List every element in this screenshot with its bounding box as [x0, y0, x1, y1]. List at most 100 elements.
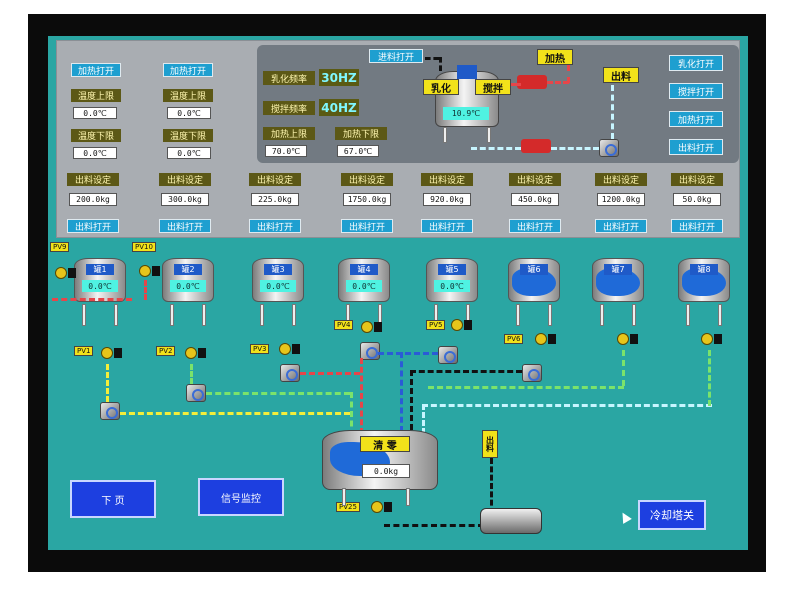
heat-upper-label: 加热上限 — [263, 127, 315, 140]
emulsify-open-button[interactable]: 乳化打开 — [669, 55, 723, 71]
heat-upper-value[interactable]: 70.0℃ — [265, 145, 307, 157]
valve-pv3-icon[interactable] — [276, 340, 300, 358]
clear-zero-button[interactable]: 清 零 — [360, 436, 410, 452]
tank-leg — [260, 304, 264, 326]
tank-8: 罐8 — [678, 254, 730, 306]
heater-valve-lower-icon[interactable] — [521, 139, 551, 153]
stir-freq-label: 搅拌频率 — [263, 101, 315, 115]
cooling-tower-button[interactable]: 冷却塔关 — [638, 500, 706, 530]
tank-leg — [292, 304, 296, 326]
discharge-setting-value-5[interactable]: 920.0kg — [423, 193, 471, 206]
temp-upper-label-2: 温度上限 — [163, 89, 213, 102]
pipe — [378, 352, 438, 355]
discharge-setting-value-1[interactable]: 200.0kg — [69, 193, 117, 206]
valve-label-pv2: PV2 — [156, 346, 176, 356]
tank-7: 罐7 — [592, 254, 644, 306]
hmi-screen: 加热打开 温度上限 0.0℃ 温度下限 0.0℃ 加热打开 温度上限 0.0℃ … — [48, 36, 748, 550]
pipe — [425, 57, 439, 60]
pump-6-icon[interactable] — [522, 364, 542, 382]
pump-4-icon[interactable] — [360, 342, 380, 360]
pipe — [206, 392, 350, 395]
pump-2-icon[interactable] — [186, 384, 206, 402]
discharge-open-button-8[interactable]: 出料打开 — [671, 219, 723, 233]
valve-pv2-icon[interactable] — [182, 344, 206, 362]
pipe — [428, 386, 624, 389]
emulsify-process-panel: 进料打开 乳化频率 30HZ 搅拌频率 40HZ 加热上限 70.0℃ 加热下限… — [257, 45, 739, 163]
discharge-setting-value-3[interactable]: 225.0kg — [251, 193, 299, 206]
discharge-open-button-5[interactable]: 出料打开 — [421, 219, 473, 233]
next-page-button[interactable]: 下 页 — [70, 480, 156, 518]
mixer-discharge-label: 出料 — [482, 430, 498, 458]
tank-label: 罐2 — [174, 264, 202, 275]
discharge-setting-value-2[interactable]: 300.0kg — [161, 193, 209, 206]
valve-pv5-icon[interactable] — [448, 316, 472, 334]
valve-pv10-icon[interactable] — [136, 262, 160, 280]
discharge-open-button-main[interactable]: 出料打开 — [669, 139, 723, 155]
discharge-open-button-2[interactable]: 出料打开 — [159, 219, 211, 233]
discharge-open-button-6[interactable]: 出料打开 — [509, 219, 561, 233]
emulsify-freq-value[interactable]: 30HZ — [319, 69, 359, 86]
discharge-open-button-4[interactable]: 出料打开 — [341, 219, 393, 233]
pipe — [410, 370, 522, 373]
valve-label-pv5: PV5 — [426, 320, 446, 330]
discharge-motor-icon[interactable] — [480, 508, 542, 534]
discharge-open-button-7[interactable]: 出料打开 — [595, 219, 647, 233]
pipe — [300, 372, 360, 375]
discharge-setting-label-2: 出料设定 — [159, 173, 211, 186]
valve-label-pv10: PV10 — [132, 242, 156, 252]
valve-tank7-icon[interactable] — [614, 330, 638, 348]
discharge-open-button-3[interactable]: 出料打开 — [249, 219, 301, 233]
discharge-setting-value-6[interactable]: 450.0kg — [511, 193, 559, 206]
pump-5-icon[interactable] — [438, 346, 458, 364]
tank-leg — [686, 304, 690, 326]
feed-open-button[interactable]: 进料打开 — [369, 49, 423, 63]
heat-lower-value[interactable]: 67.0℃ — [337, 145, 379, 157]
tank-temp: 0.0℃ — [82, 280, 118, 292]
discharge-label: 出料 — [603, 67, 639, 83]
valve-pv4-icon[interactable] — [358, 318, 382, 336]
pipe — [422, 404, 712, 407]
discharge-setting-value-8[interactable]: 50.0kg — [673, 193, 721, 206]
tank-label: 罐3 — [264, 264, 292, 275]
pipe — [622, 350, 625, 386]
discharge-pump-icon[interactable] — [599, 139, 619, 157]
temp-upper-value-1[interactable]: 0.0℃ — [73, 107, 117, 119]
signal-monitor-button[interactable]: 信号监控 — [198, 478, 284, 516]
stir-freq-value[interactable]: 40HZ — [319, 99, 359, 116]
pipe — [611, 85, 614, 139]
pipe — [547, 81, 569, 84]
tank-leg — [170, 304, 174, 326]
pipe — [511, 83, 521, 86]
mixing-tank-weight: 0.0kg — [362, 464, 410, 478]
pipe — [567, 65, 570, 83]
valve-pv25-icon[interactable] — [368, 498, 392, 516]
pipe — [106, 364, 109, 402]
temp-upper-value-2[interactable]: 0.0℃ — [167, 107, 211, 119]
discharge-setting-value-4[interactable]: 1750.0kg — [343, 193, 391, 206]
valve-pv1-icon[interactable] — [98, 344, 122, 362]
temp-lower-value-1[interactable]: 0.0℃ — [73, 147, 117, 159]
valve-tank8-icon[interactable] — [698, 330, 722, 348]
tank-leg — [82, 304, 86, 326]
stir-open-button[interactable]: 搅拌打开 — [669, 83, 723, 99]
discharge-setting-label-8: 出料设定 — [671, 173, 723, 186]
pipe — [708, 350, 711, 406]
valve-label-pv3: PV3 — [250, 344, 270, 354]
pipe — [490, 458, 493, 514]
heat-open-button-1[interactable]: 加热打开 — [71, 63, 121, 77]
heat-open-button-2[interactable]: 加热打开 — [163, 63, 213, 77]
tank-label: 罐8 — [690, 264, 718, 275]
discharge-setting-value-7[interactable]: 1200.0kg — [597, 193, 645, 206]
heater-valve-icon[interactable] — [517, 75, 547, 89]
valve-pv6-icon[interactable] — [532, 330, 556, 348]
pump-3-icon[interactable] — [280, 364, 300, 382]
discharge-open-button-1[interactable]: 出料打开 — [67, 219, 119, 233]
pump-1-icon[interactable] — [100, 402, 120, 420]
valve-pv9-icon[interactable] — [52, 264, 76, 282]
heat-open-button-main[interactable]: 加热打开 — [669, 111, 723, 127]
pipe — [350, 392, 353, 436]
temp-lower-value-2[interactable]: 0.0℃ — [167, 147, 211, 159]
tank-temp: 0.0℃ — [170, 280, 206, 292]
valve-label-pv9: PV9 — [50, 242, 70, 252]
